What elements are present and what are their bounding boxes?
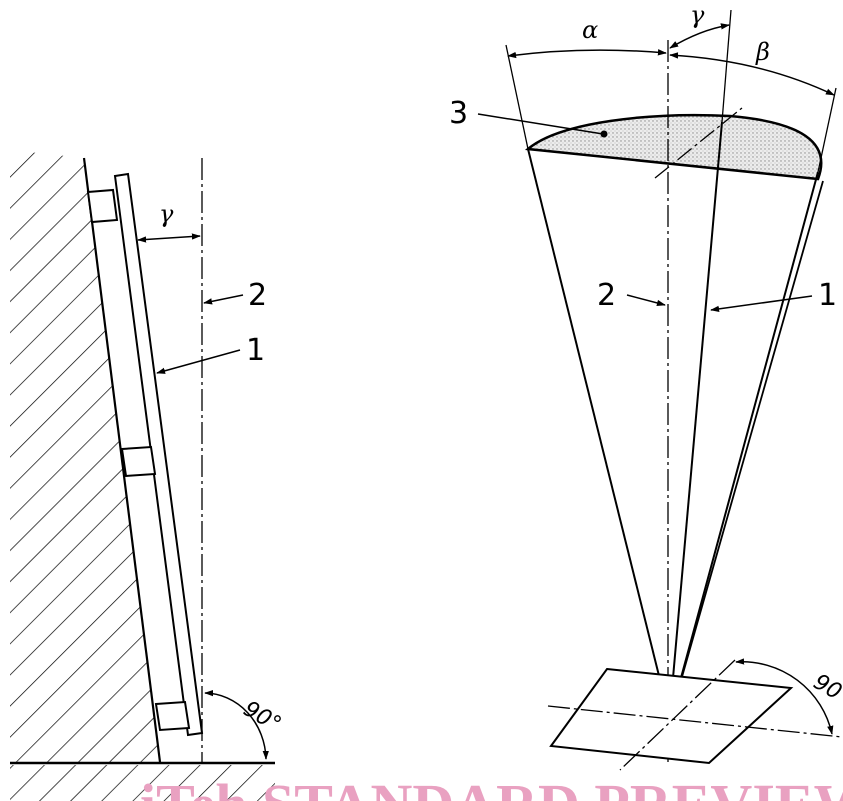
label-2: 2 bbox=[248, 278, 267, 313]
gamma-dimension bbox=[137, 233, 201, 243]
base-plate bbox=[549, 667, 794, 765]
beta-label: β bbox=[755, 38, 770, 66]
watermark: iTeh STANDARD PREVIEW bbox=[140, 772, 843, 801]
ellipse-diagonal bbox=[654, 107, 743, 179]
gamma-label-right: γ bbox=[690, 1, 705, 29]
wall-hatching bbox=[10, 150, 160, 762]
spacer-middle bbox=[120, 445, 157, 478]
beta-arc bbox=[669, 52, 835, 96]
alpha-label: α bbox=[582, 16, 598, 44]
cone-left-edge bbox=[527, 148, 669, 713]
left-figure: γ 2 1 90° bbox=[10, 150, 285, 801]
spacer-bottom bbox=[154, 700, 191, 732]
leader-3-dot bbox=[600, 130, 608, 138]
gamma-arc bbox=[669, 23, 730, 49]
wall-surface bbox=[82, 157, 162, 763]
right-figure: α γ β 3 2 1 90° bbox=[449, 1, 843, 771]
beta-extension bbox=[817, 87, 837, 173]
right-angle-arc-right bbox=[735, 658, 834, 735]
angle-label-right: 90° bbox=[809, 670, 843, 711]
label-2-right: 2 bbox=[597, 278, 616, 313]
leader-2-right bbox=[626, 294, 666, 306]
leader-3 bbox=[477, 113, 604, 135]
sweep-area bbox=[524, 113, 823, 181]
floor-hatching bbox=[10, 765, 275, 801]
right-angle-arc bbox=[204, 689, 269, 760]
alpha-extension bbox=[505, 44, 529, 150]
cone-right-edge-inner bbox=[671, 180, 824, 713]
cone-right-edge bbox=[674, 171, 819, 701]
leader-2 bbox=[203, 294, 244, 305]
panel-normal-line bbox=[669, 121, 723, 713]
angle-label: 90° bbox=[239, 697, 285, 738]
base-axis-vertical bbox=[619, 659, 736, 771]
spacer-top bbox=[86, 188, 119, 224]
label-3: 3 bbox=[449, 96, 468, 131]
gamma-label: γ bbox=[159, 200, 174, 228]
label-1: 1 bbox=[246, 333, 265, 368]
label-1-right: 1 bbox=[818, 278, 837, 313]
alpha-arc bbox=[507, 49, 667, 59]
leader-1 bbox=[156, 349, 241, 374]
leader-1-right bbox=[710, 295, 813, 313]
